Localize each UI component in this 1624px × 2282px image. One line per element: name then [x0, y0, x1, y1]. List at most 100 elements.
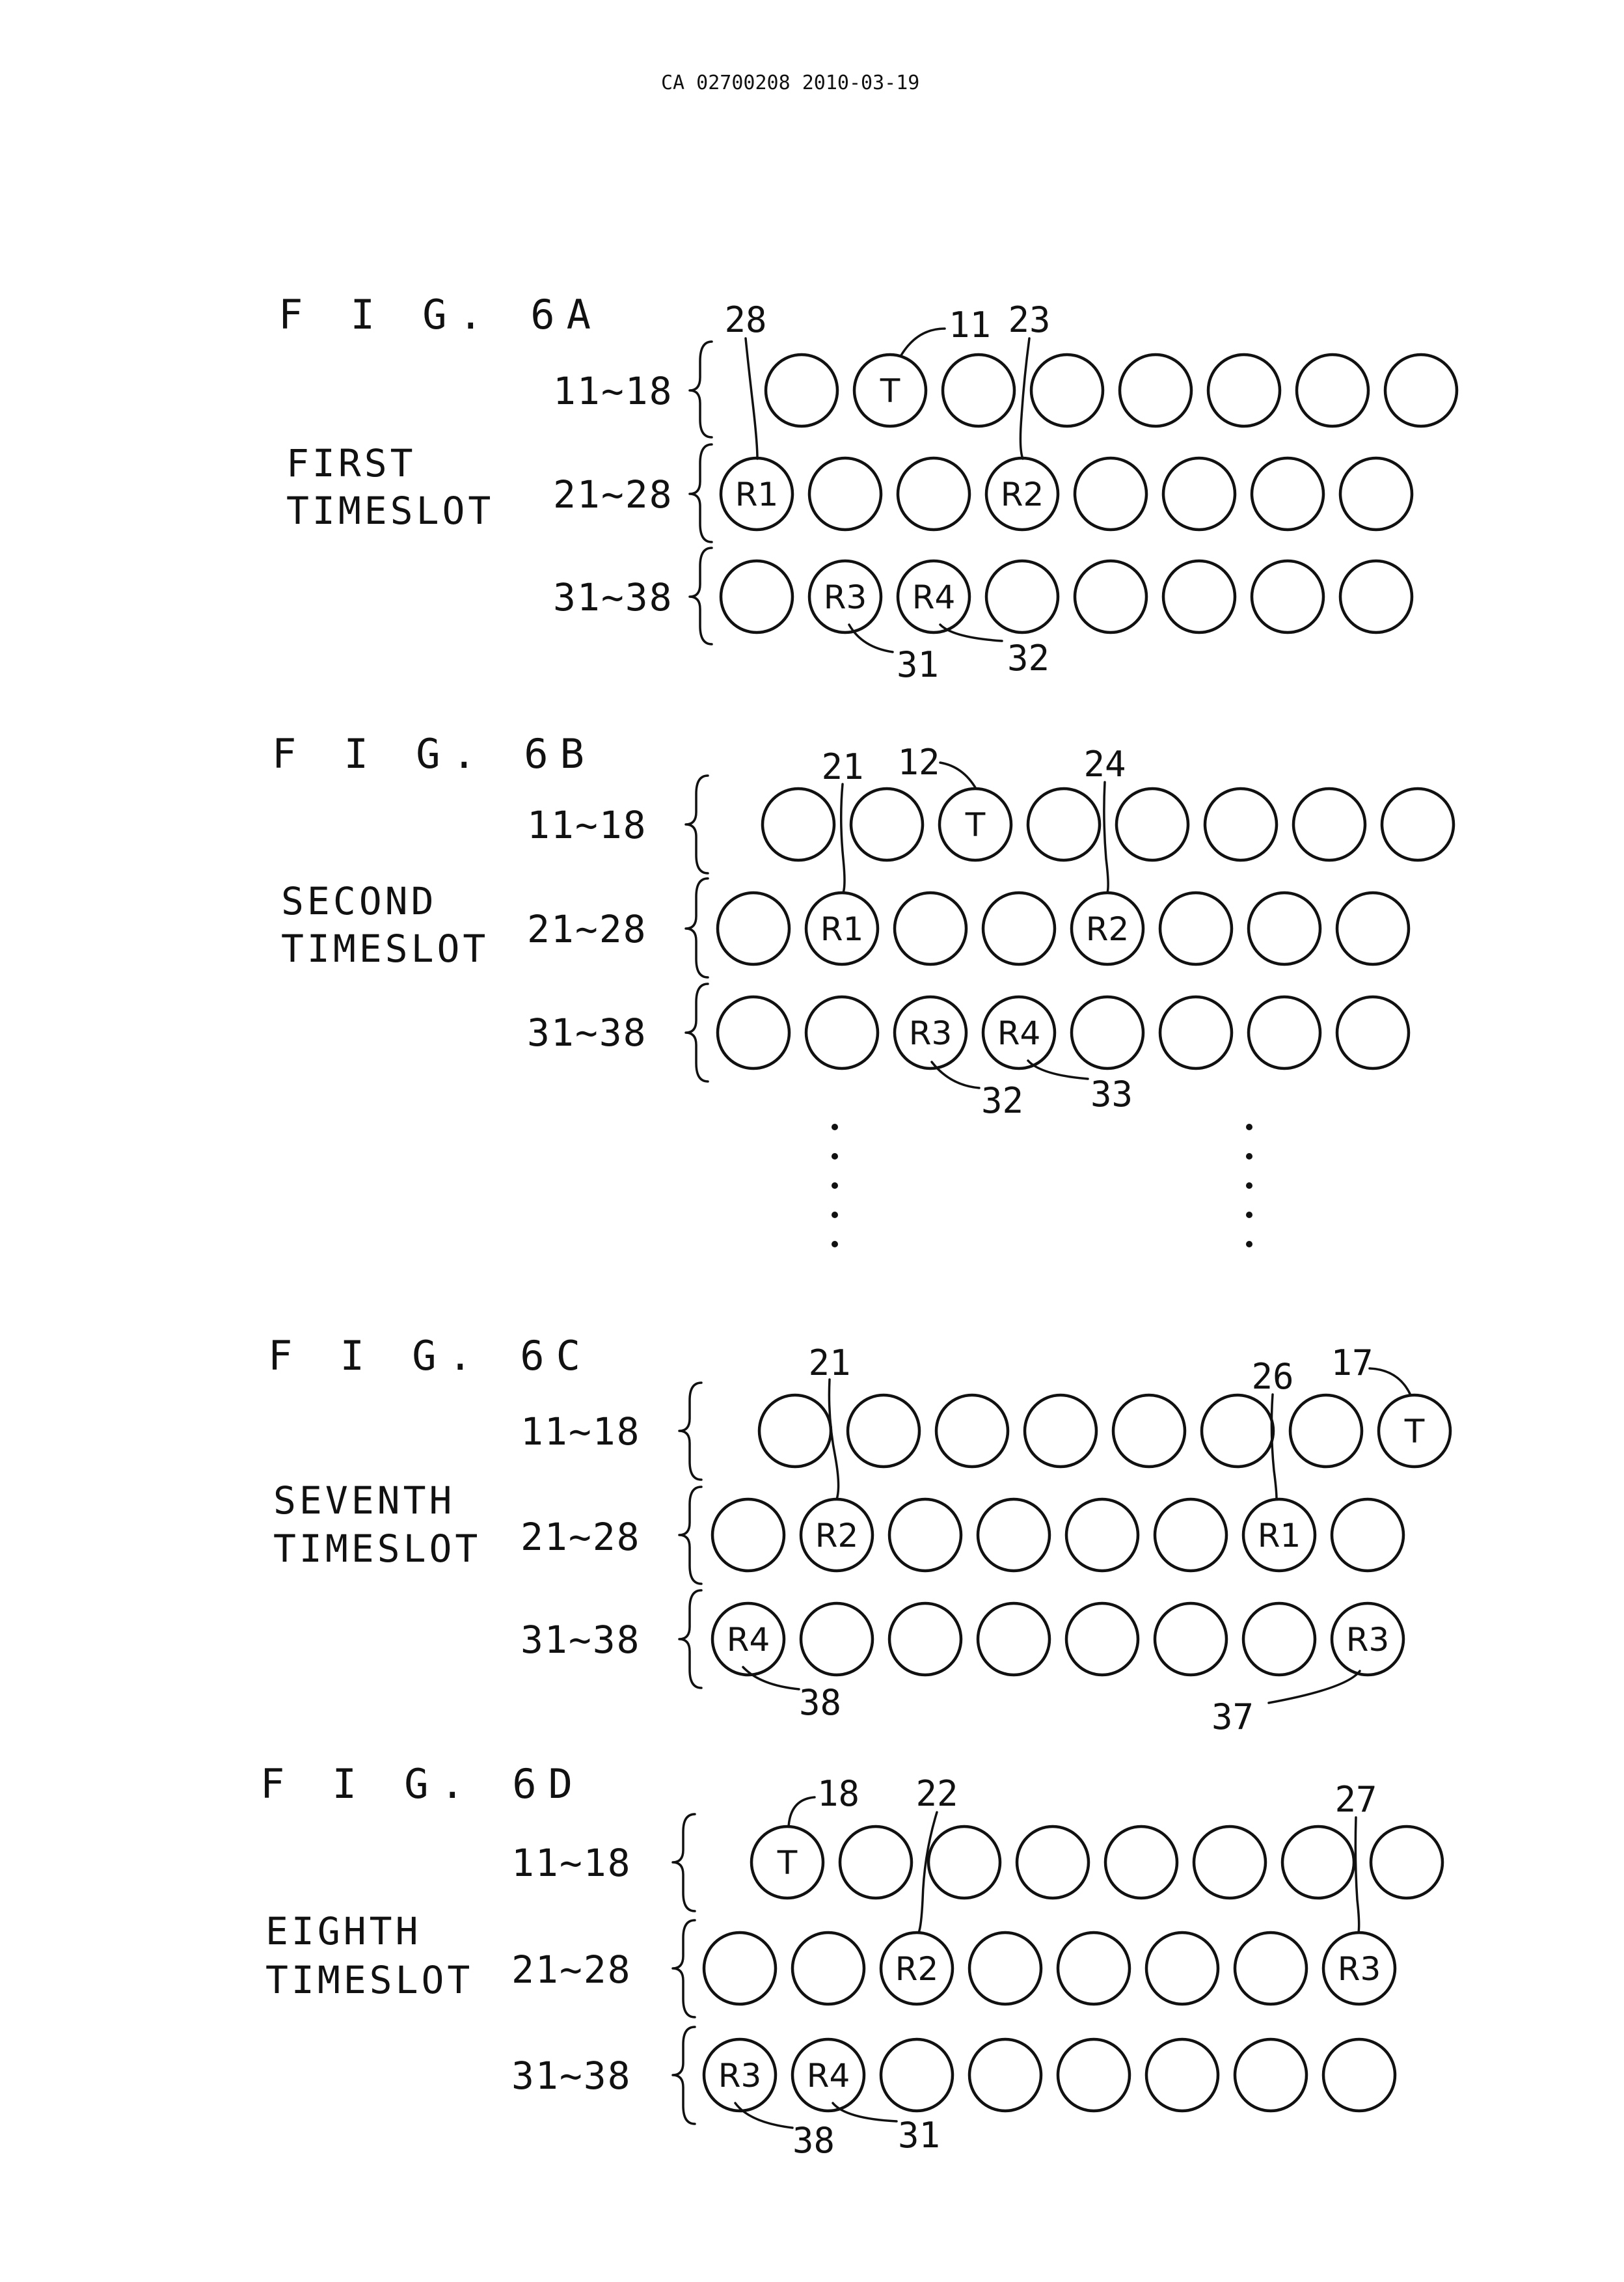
antenna-element [898, 458, 969, 530]
element-role: R3 [824, 578, 867, 616]
antenna-element [1323, 2039, 1395, 2111]
ellipsis-dot [832, 1182, 838, 1189]
elements-row-31-38: R3 R4 [704, 2039, 1395, 2111]
elements-row-11-18: T [766, 355, 1457, 426]
element-role: R4 [727, 1621, 770, 1659]
leader-line [1355, 1817, 1359, 1933]
antenna-element [1385, 355, 1457, 426]
antenna-element [889, 1499, 961, 1571]
row-range-label: 21~28 [521, 1515, 641, 1559]
row-range-label: 31~38 [553, 575, 673, 619]
antenna-element [1337, 893, 1409, 964]
ellipsis-dot [1246, 1212, 1252, 1218]
antenna-element [1058, 2039, 1130, 2111]
element-role: R4 [912, 578, 956, 616]
antenna-element [1249, 997, 1320, 1068]
antenna-element [792, 1933, 864, 2004]
antenna-element [1249, 893, 1320, 964]
antenna-element [1252, 561, 1323, 632]
antenna-element [718, 893, 789, 964]
antenna-element [1072, 997, 1143, 1068]
ellipsis-dot [1246, 1153, 1252, 1160]
continuation-dots [832, 1124, 1252, 1247]
antenna-element [1340, 561, 1412, 632]
timeslot-label-line2: TIMESLOT [286, 489, 494, 533]
element-role: R4 [807, 2057, 850, 2095]
antenna-element [1017, 1827, 1089, 1898]
antenna-element [1155, 1603, 1226, 1675]
antenna-element [1146, 1933, 1218, 2004]
figure-6d: F I G. 6D EIGHTH TIMESLOT 11~18 21~28 31… [260, 1760, 1442, 2161]
antenna-element [1025, 1395, 1096, 1467]
antenna-element [809, 458, 881, 530]
reference-numeral: 17 [1331, 1342, 1373, 1383]
reference-numeral: 12 [897, 742, 940, 783]
row-brace [686, 776, 708, 873]
row-brace [686, 878, 708, 977]
antenna-element [1252, 458, 1323, 530]
antenna-element [1028, 789, 1100, 860]
antenna-element [712, 1499, 784, 1571]
figure-6a: F I G. 6A FIRST TIMESLOT 11~18 21~28 31~… [278, 291, 1457, 685]
antenna-element [1058, 1933, 1130, 2004]
document-header: CA 02700208 2010-03-19 [661, 72, 919, 94]
reference-numeral: 11 [949, 305, 991, 346]
row-range-label: 21~28 [527, 907, 647, 951]
reference-numeral: 37 [1211, 1696, 1254, 1737]
antenna-element [1194, 1827, 1265, 1898]
timeslot-label-line2: TIMESLOT [273, 1527, 481, 1571]
antenna-element [1337, 997, 1409, 1068]
row-brace [673, 1920, 695, 2017]
element-role: R2 [815, 1517, 859, 1555]
leader-line [932, 1062, 979, 1088]
reference-numeral: 31 [898, 2115, 940, 2156]
element-role: R2 [895, 1950, 939, 1988]
leader-line [1370, 1368, 1411, 1395]
antenna-element [1382, 789, 1454, 860]
ellipsis-dot [1246, 1241, 1252, 1247]
reference-numeral: 31 [897, 644, 939, 685]
antenna-element [895, 893, 966, 964]
antenna-element [1208, 355, 1280, 426]
row-range-label: 31~38 [511, 2054, 632, 2098]
antenna-element [851, 789, 923, 860]
timeslot-label-line1: FIRST [286, 441, 416, 485]
timeslot-label-line1: SECOND [281, 879, 437, 923]
timeslot-label-line2: TIMESLOT [281, 927, 489, 971]
elements-row-11-18: T [763, 789, 1454, 860]
reference-numeral: 18 [817, 1773, 859, 1814]
antenna-element [1235, 2039, 1306, 2111]
figure-label: F I G. 6A [278, 291, 602, 338]
antenna-element [704, 1933, 776, 2004]
antenna-element [763, 789, 834, 860]
elements-row-21-28: R2 R1 [712, 1499, 1403, 1571]
leader-line [901, 329, 945, 355]
figure-label: F I G. 6B [272, 730, 596, 778]
antenna-element [1290, 1395, 1362, 1467]
ellipsis-dot [832, 1153, 838, 1160]
antenna-element [1075, 561, 1146, 632]
row-brace [686, 984, 708, 1081]
antenna-element [1202, 1395, 1273, 1467]
ellipsis-dot [1246, 1182, 1252, 1189]
antenna-element [889, 1603, 961, 1675]
antenna-element [766, 355, 837, 426]
row-brace [673, 2027, 695, 2124]
element-role: R3 [909, 1014, 953, 1052]
antenna-element [1205, 789, 1277, 860]
antenna-element [1066, 1603, 1138, 1675]
antenna-element [928, 1827, 1000, 1898]
antenna-element [1160, 893, 1232, 964]
antenna-element [986, 561, 1058, 632]
elements-row-31-38: R3 R4 [718, 997, 1409, 1068]
antenna-element [1160, 997, 1232, 1068]
antenna-element [1243, 1603, 1315, 1675]
antenna-element [1066, 1499, 1138, 1571]
antenna-element [1297, 355, 1368, 426]
timeslot-label-line2: TIMESLOT [265, 1958, 473, 2002]
figure-6b: F I G. 6B SECOND TIMESLOT 11~18 21~28 31… [272, 730, 1454, 1121]
element-role: R3 [1338, 1950, 1381, 1988]
element-role: R3 [1346, 1621, 1390, 1659]
elements-row-11-18: T [759, 1395, 1450, 1467]
antenna-element [978, 1603, 1049, 1675]
